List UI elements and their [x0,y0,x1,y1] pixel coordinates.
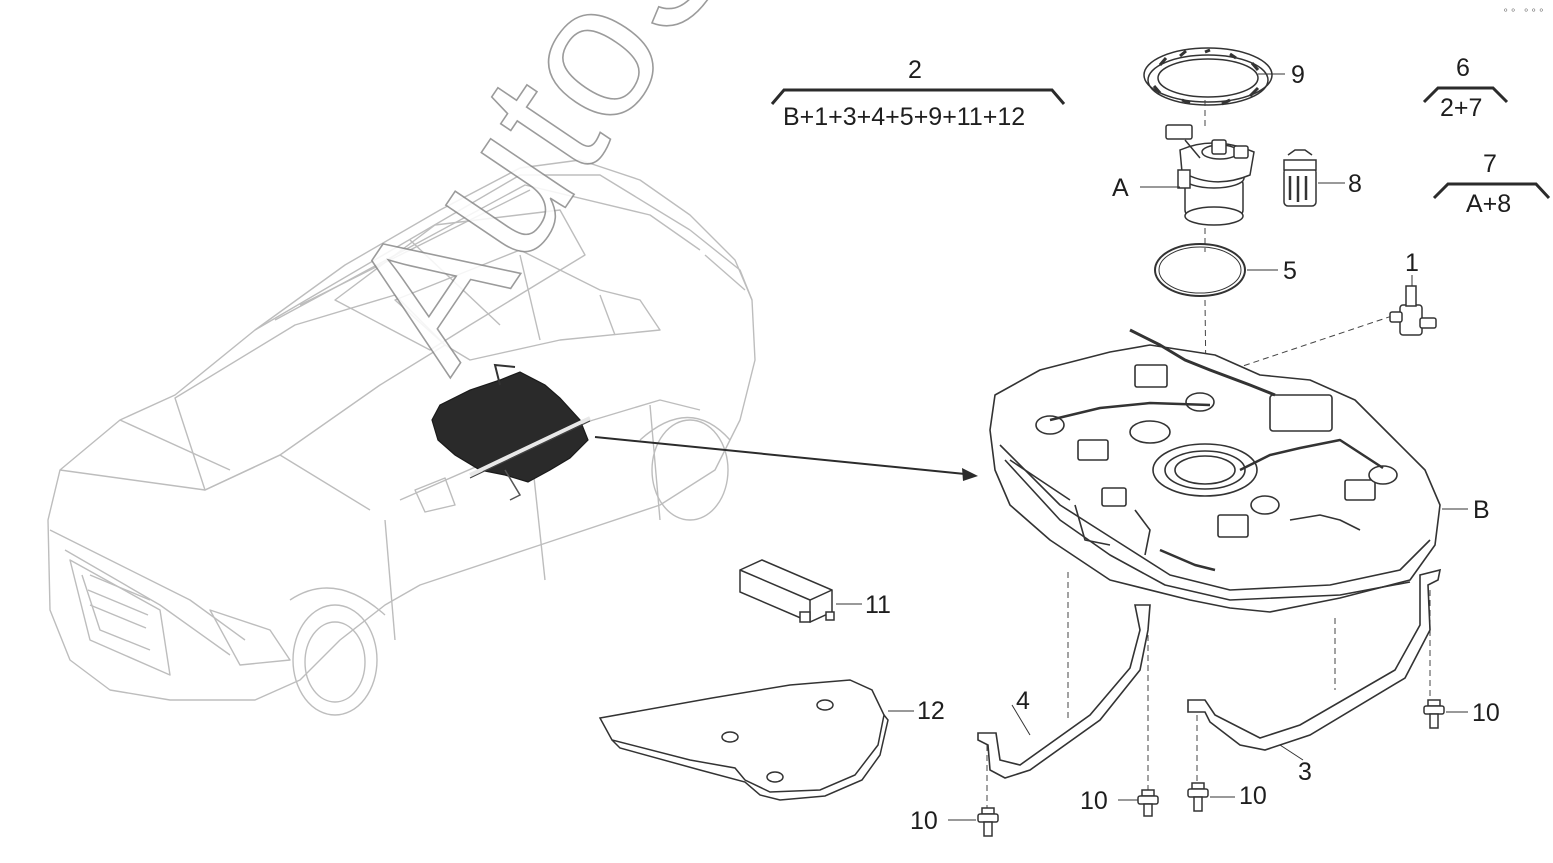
callout-B: B [1473,496,1490,524]
control-module [739,559,862,623]
callout-12: 12 [917,697,945,725]
callout-A: A [1112,174,1129,202]
callout-10-center-right: 10 [1239,782,1267,810]
callout-3: 3 [1298,758,1312,786]
callout-7: 7 [1483,150,1497,178]
kit-7-contents: A+8 [1466,190,1512,218]
callout-1: 1 [1405,249,1419,277]
o-ring-seal [1154,243,1278,297]
callout-10-left: 10 [910,807,938,835]
callout-9: 9 [1291,61,1305,89]
callout-4: 4 [1016,687,1030,715]
callout-11: 11 [865,591,891,619]
callout-6: 6 [1456,54,1470,82]
corner-mark: ⚬⚬ ⚬⚬⚬ [1501,6,1545,16]
callout-2: 2 [908,56,922,84]
callout-8: 8 [1348,170,1362,198]
fuel-pump-module [1140,124,1255,226]
fuel-tank [989,328,1468,613]
heat-shield [598,679,914,801]
tank-strap-4 [977,604,1151,779]
fuel-pump [1283,149,1345,207]
bolts [948,699,1468,837]
callout-10-center-left: 10 [1080,787,1108,815]
tank-strap-3 [1187,568,1442,761]
check-valve [1389,275,1437,336]
vehicle-outline [47,159,756,716]
kit-6-contents: 2+7 [1440,94,1483,122]
callout-10-right: 10 [1472,699,1500,727]
kit-brackets [770,86,1551,200]
tank-location-highlight [431,363,591,501]
lock-ring [1143,47,1285,106]
callout-5: 5 [1283,257,1297,285]
kit-2-contents: B+1+3+4+5+9+11+12 [783,103,1026,131]
location-arrow [594,436,978,481]
